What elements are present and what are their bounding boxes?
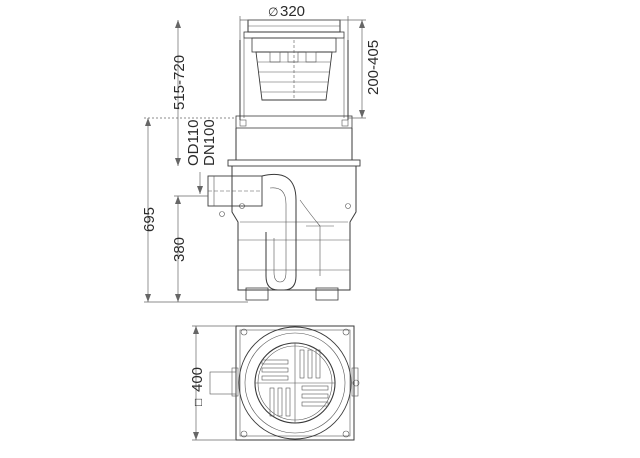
- width-label: 400: [189, 367, 206, 392]
- grate-slots: [255, 343, 335, 423]
- outlet-pipe: [207, 175, 263, 207]
- dimensions-plan: □ 400: [189, 325, 236, 441]
- square-symbol: □: [191, 399, 205, 406]
- total-height-label: 695: [141, 207, 158, 232]
- diameter-label: 320: [280, 3, 305, 20]
- pipe-od-label: OD110: [185, 120, 202, 166]
- body-height-label: 380: [171, 237, 188, 262]
- adjust-range-label: 200-405: [365, 40, 382, 95]
- top-frame: [243, 19, 345, 39]
- lower-body: [219, 166, 357, 301]
- diameter-symbol: ∅: [268, 5, 278, 19]
- side-elevation: [207, 19, 361, 301]
- dimensions-side: ∅ 320 515-720 200-405 OD110 DN100 695 38…: [141, 3, 382, 303]
- pipe-dn-label: DN100: [201, 119, 218, 166]
- height-range-label: 515-720: [171, 55, 188, 110]
- plan-view: [209, 325, 360, 441]
- siphon-trap: [261, 174, 334, 291]
- grate-insert: [251, 37, 337, 101]
- flange: [227, 128, 361, 167]
- upper-body: [235, 38, 353, 129]
